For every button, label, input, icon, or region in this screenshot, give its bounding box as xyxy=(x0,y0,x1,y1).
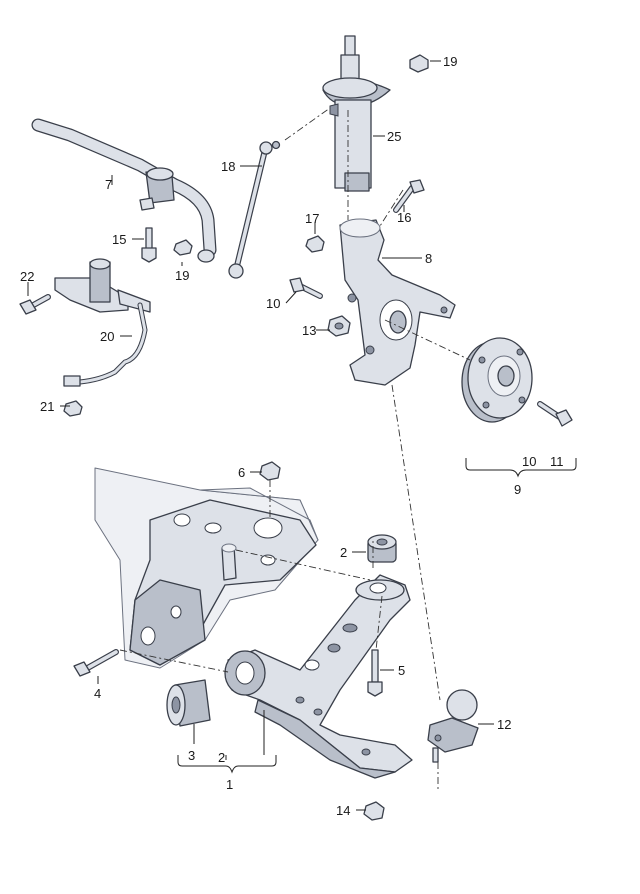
subframe xyxy=(94,467,319,669)
callout-5: 5 xyxy=(398,663,405,678)
callout-8: 8 xyxy=(425,251,432,266)
callout-11: 11 xyxy=(550,454,564,469)
callout-9: 9 xyxy=(514,482,521,497)
callout-18: 18 xyxy=(221,159,235,174)
callout-2-lower: 2 xyxy=(218,750,225,765)
callout-20: 20 xyxy=(100,329,114,344)
callout-14: 14 xyxy=(336,803,350,818)
callout-22: 22 xyxy=(20,269,34,284)
callout-2-upper: 2 xyxy=(340,545,347,560)
bonded-rubber-bush-lower xyxy=(166,679,211,727)
wheel-bearing-housing xyxy=(339,218,456,386)
callout-10-lower: 10 xyxy=(522,454,536,469)
callout-labels: 19 25 18 7 16 17 15 8 19 22 10 13 20 21 … xyxy=(20,54,564,818)
callout-4: 4 xyxy=(94,686,101,701)
callout-25: 25 xyxy=(387,129,401,144)
callout-15: 15 xyxy=(112,232,126,247)
coupling-rod xyxy=(228,140,281,279)
shock-absorber xyxy=(322,35,391,192)
callout-16: 16 xyxy=(397,210,411,225)
callout-17: 17 xyxy=(305,211,319,226)
leader-lines xyxy=(27,60,577,811)
callout-3: 3 xyxy=(188,748,195,763)
height-sensor xyxy=(54,258,151,387)
assembly-lines xyxy=(119,107,471,790)
wheel-hub xyxy=(461,337,533,423)
callout-7: 7 xyxy=(105,177,112,192)
callout-19-top: 19 xyxy=(443,54,457,69)
bonded-rubber-bush-upper xyxy=(367,534,397,563)
callout-19-lower: 19 xyxy=(175,268,189,283)
callout-6: 6 xyxy=(238,465,245,480)
stabiliser-bar xyxy=(31,118,217,263)
callout-13: 13 xyxy=(302,323,316,338)
fastener-bolts xyxy=(19,54,573,821)
track-control-arm xyxy=(224,574,413,779)
ball-joint xyxy=(427,689,479,763)
callout-21: 21 xyxy=(40,399,54,414)
callout-10-upper: 10 xyxy=(266,296,280,311)
callout-1: 1 xyxy=(226,777,233,792)
callout-12: 12 xyxy=(497,717,511,732)
